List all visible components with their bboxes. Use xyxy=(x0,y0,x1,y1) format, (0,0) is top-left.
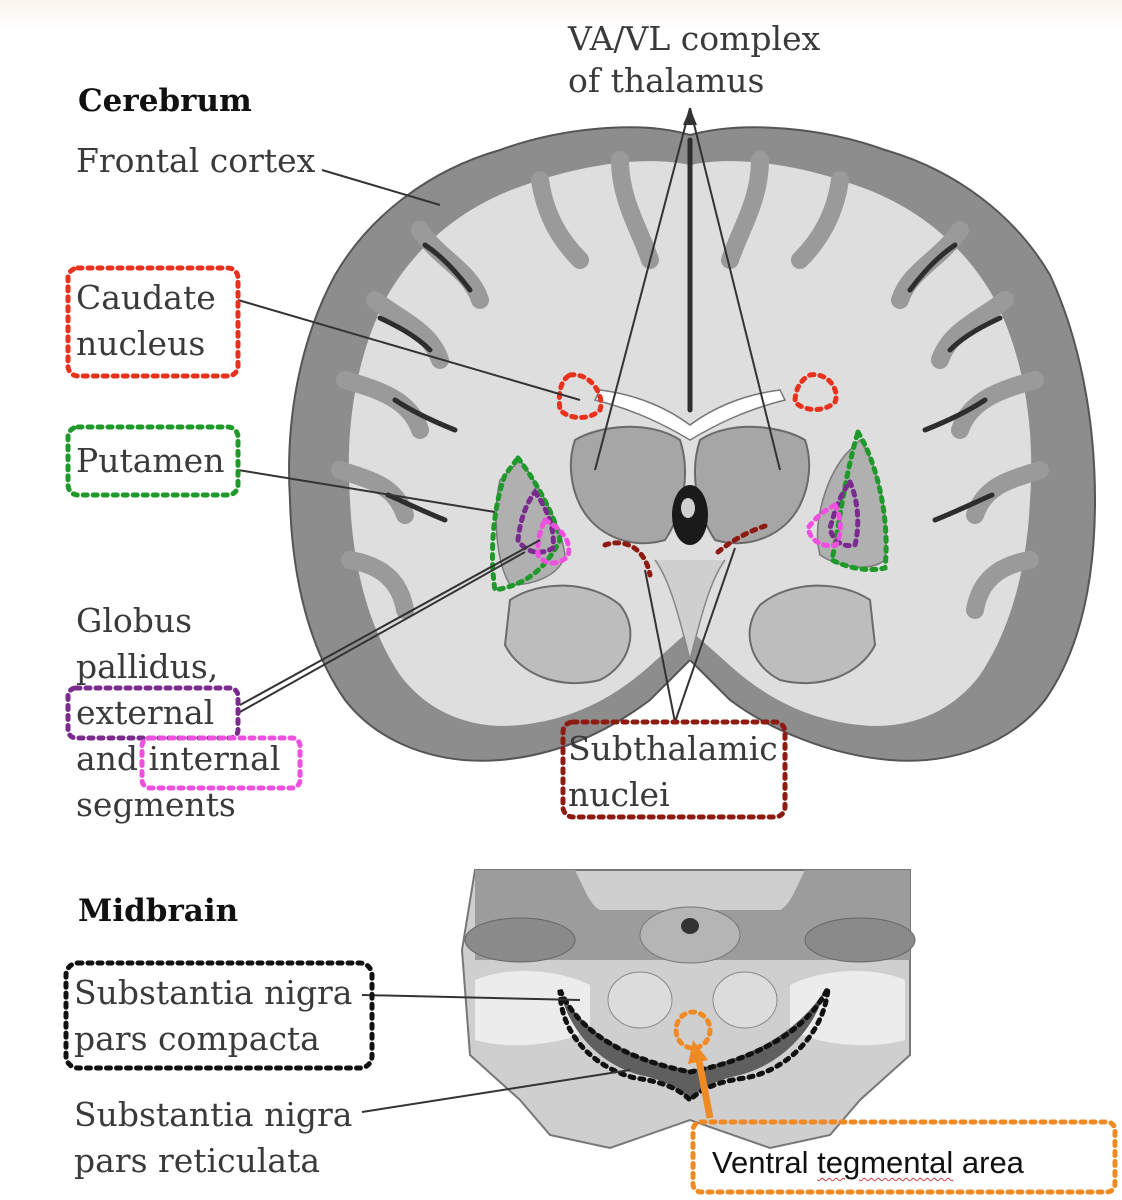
subthalamic-label-line2: nuclei xyxy=(568,775,670,814)
frontal-cortex-label: Frontal cortex xyxy=(76,141,316,180)
subthalamic-left xyxy=(602,540,653,578)
midbrain-section xyxy=(361,869,916,1150)
snc-label-box xyxy=(63,960,375,1071)
vta-label-box xyxy=(690,1119,1118,1195)
temporal-right xyxy=(748,584,877,685)
midbrain-heading: Midbrain xyxy=(78,893,239,929)
vta-arrow xyxy=(695,1059,714,1119)
caudate-outline-right xyxy=(792,372,839,412)
cerebrum-heading: Cerebrum xyxy=(78,83,252,119)
lateral-ventricles xyxy=(593,389,787,441)
caudate-outline-left xyxy=(556,372,604,420)
thalamus-right xyxy=(694,425,811,545)
gp-internal-label-box xyxy=(139,735,303,791)
vta-word-ventral: Ventral xyxy=(712,1145,818,1180)
vta-label: Ventral tegmental area xyxy=(712,1140,1024,1186)
caudate-label-line2: nucleus xyxy=(76,324,206,363)
putamen-outline-left xyxy=(490,453,563,593)
globus-internal: internal xyxy=(148,739,281,778)
putamen-outline-right xyxy=(829,425,889,573)
subthalamic-label-box xyxy=(560,719,788,820)
vta-word-tegmental: tegmental xyxy=(817,1145,954,1180)
caudate-label-box xyxy=(65,265,241,379)
caudate-label-line1: Caudate xyxy=(76,278,216,317)
gyri-folds xyxy=(331,151,1049,619)
snr-label-line1: Substantia nigra xyxy=(74,1095,353,1134)
sulci xyxy=(377,137,1003,523)
putamen-label-box xyxy=(65,424,241,498)
putamen-label: Putamen xyxy=(76,441,225,480)
globus-label-line1: Globus xyxy=(76,601,193,640)
va-vl-label-line2: of thalamus xyxy=(568,61,765,100)
va-vl-label-line1: VA/VL complex xyxy=(568,19,821,58)
cerebrum-section xyxy=(237,107,1097,762)
snr-label-line2: pars reticulata xyxy=(74,1141,321,1180)
gp-external-right xyxy=(827,477,861,549)
globus-label-line4: and internal xyxy=(76,736,280,782)
gp-internal-left xyxy=(535,516,572,566)
snc-label-line2: pars compacta xyxy=(74,1019,320,1058)
snc-label-line1: Substantia nigra xyxy=(74,973,353,1012)
label-boxes xyxy=(63,265,1118,1195)
temporal-left xyxy=(503,584,632,685)
globus-label-line3: external xyxy=(76,693,215,732)
vta-word-area: area xyxy=(953,1145,1024,1180)
substantia-nigra-outline xyxy=(557,986,831,1104)
globus-label-line2: pallidus, xyxy=(76,647,219,686)
subthalamic-right xyxy=(715,522,771,555)
subthalamic-label-line1: Subthalamic xyxy=(568,729,778,768)
gp-internal-right xyxy=(805,501,843,549)
globus-label-line5: segments xyxy=(76,785,236,824)
region-outlines xyxy=(490,372,889,593)
globus-and: and xyxy=(76,739,149,778)
vta-outline xyxy=(673,1009,713,1051)
leader-lines xyxy=(237,107,781,723)
